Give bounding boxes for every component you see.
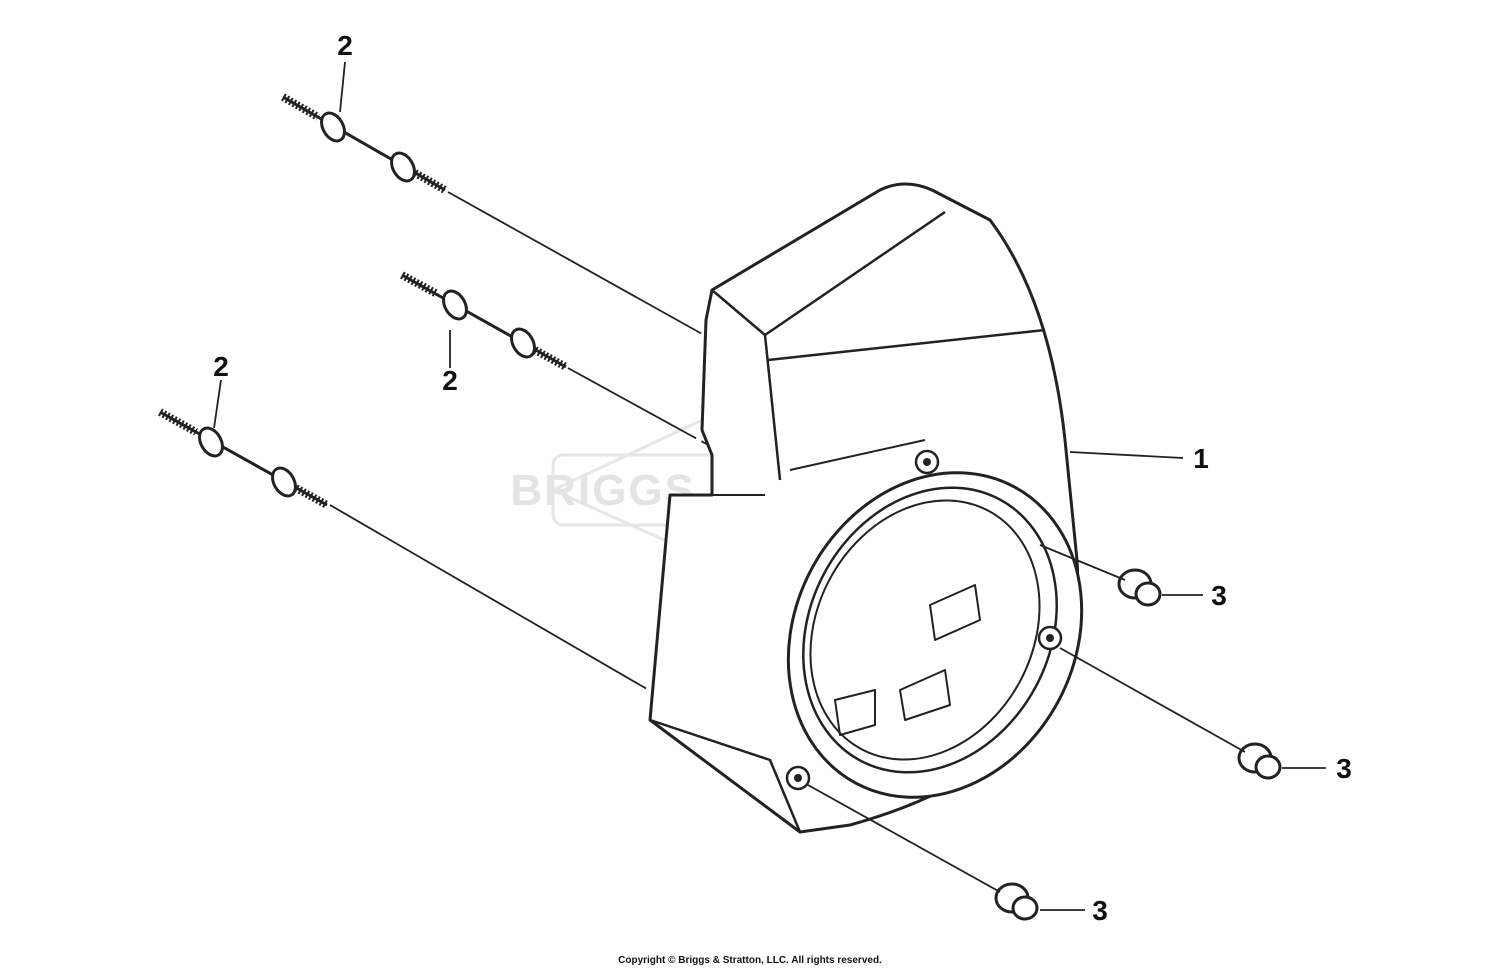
nut-upper [1117, 568, 1162, 607]
stud-middle [400, 271, 568, 371]
callout-2-middle: 2 [442, 365, 458, 396]
nut-leader-lines [807, 544, 1246, 893]
nut-lower [994, 882, 1039, 921]
callout-3-middle: 3 [1336, 753, 1352, 784]
callout-3-lower: 3 [1092, 895, 1108, 926]
nut-middle [1237, 742, 1282, 780]
blower-housing [648, 182, 1084, 834]
callout-3-upper: 3 [1211, 580, 1227, 611]
callout-1-housing: 1 [1193, 443, 1209, 474]
copyright-notice: Copyright © Briggs & Stratton, LLC. All … [618, 955, 882, 966]
callout-leaders [213, 61, 1326, 911]
stud-upper [281, 93, 447, 194]
stud-lower [158, 408, 329, 509]
callout-2-upper: 2 [337, 30, 353, 61]
callout-2-lower: 2 [213, 351, 229, 382]
